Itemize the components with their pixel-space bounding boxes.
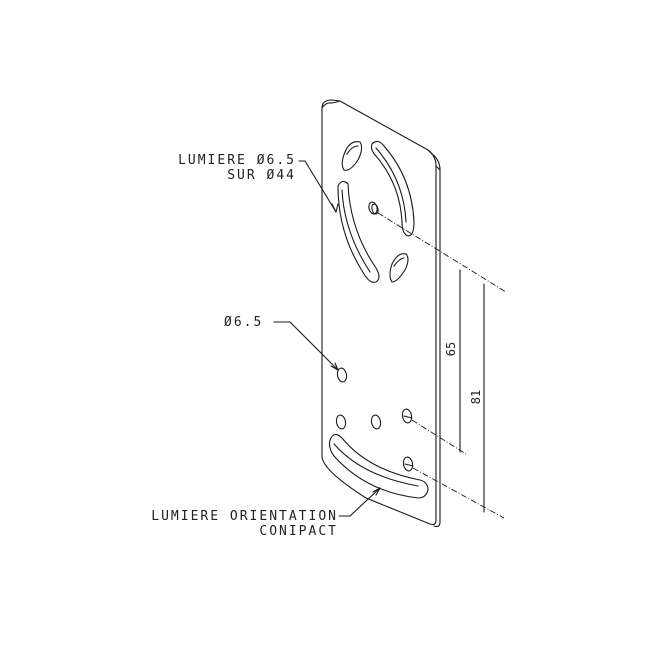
callout-slot-top-line1: LUMIERE Ø6.5: [178, 153, 296, 168]
callout-slot-top: LUMIERE Ø6.5 SUR Ø44: [150, 153, 296, 183]
callout-slot-bottom: LUMIERE ORIENTATION CONIPACT: [130, 509, 338, 539]
callout-slot-bottom-line2: CONIPACT: [259, 524, 338, 539]
callout-hole: Ø6.5: [224, 315, 263, 330]
plate-outline: [321, 99, 441, 528]
hole-lower-1: [335, 414, 347, 430]
hole-lower-3: [401, 408, 413, 424]
slot-bottom-right: [389, 253, 409, 283]
slot-arc-left: [337, 180, 380, 283]
leader-slot-top: [298, 160, 337, 213]
leader-slot-bottom: [338, 487, 381, 517]
dimension-81: 81: [469, 389, 484, 405]
callout-hole-line1: Ø6.5: [224, 315, 264, 330]
slot-arc-right: [370, 140, 415, 237]
hole-6-5: [336, 367, 348, 383]
hole-lower-4: [402, 456, 414, 472]
dimension-65: 65: [444, 341, 459, 357]
center-hole: [368, 201, 379, 215]
leader-hole: [273, 321, 339, 371]
slot-top-left: [341, 141, 363, 171]
callout-slot-bottom-line1: LUMIERE ORIENTATION: [151, 509, 338, 524]
callout-slot-top-line2: SUR Ø44: [227, 168, 296, 183]
slot-orientation: [328, 433, 429, 499]
hole-lower-2: [370, 414, 382, 430]
